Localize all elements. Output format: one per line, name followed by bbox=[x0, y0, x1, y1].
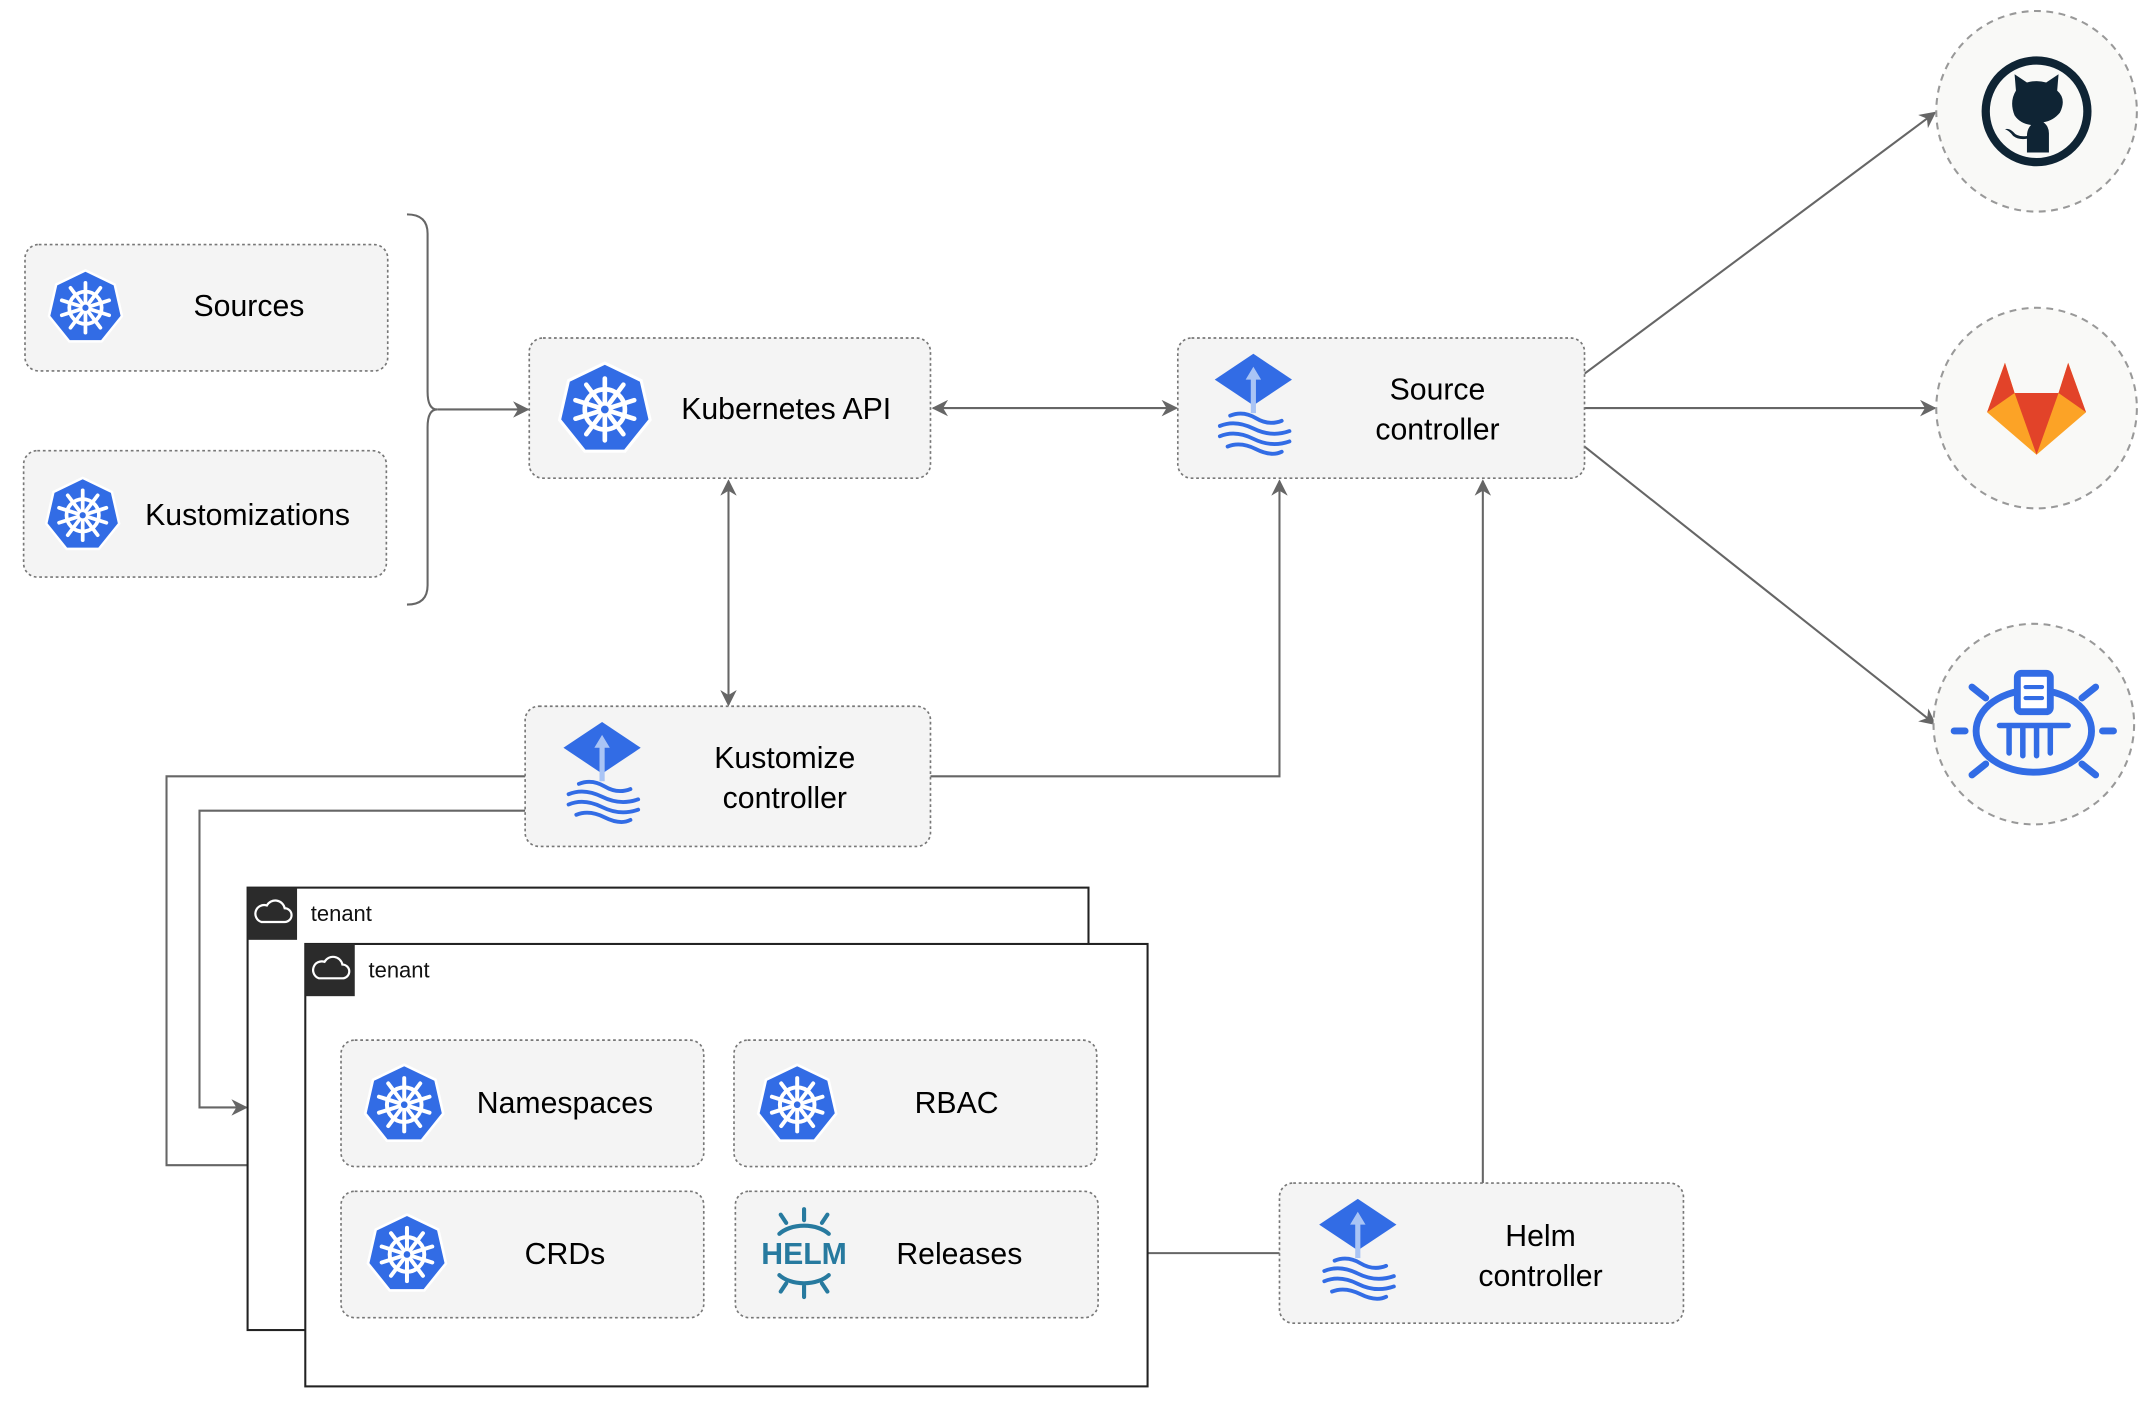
crds-label: CRDs bbox=[525, 1238, 606, 1271]
gitlab-icon bbox=[1987, 362, 2087, 455]
github-icon bbox=[1981, 56, 2092, 167]
releases-label: Releases bbox=[896, 1238, 1022, 1271]
rbac-label: RBAC bbox=[915, 1087, 999, 1120]
sources-label: Sources bbox=[194, 290, 305, 323]
helm-controller-label-line1: Helm bbox=[1505, 1220, 1576, 1253]
kustomizations-node[interactable]: Kustomizations bbox=[22, 449, 388, 578]
edge-source-bucket bbox=[1583, 445, 1937, 726]
source-controller-node[interactable]: Source controller bbox=[1176, 337, 1586, 479]
kubernetes-api-label: Kubernetes API bbox=[681, 393, 891, 426]
edge-source-github bbox=[1583, 111, 1937, 375]
bucket-icon bbox=[1950, 669, 2117, 779]
edge-kustomize-source bbox=[930, 479, 1288, 778]
gitlab-source[interactable] bbox=[1935, 306, 2138, 510]
kustomize-controller-node[interactable]: Kustomize controller bbox=[524, 705, 932, 848]
helm-controller-node[interactable]: Helm controller bbox=[1278, 1182, 1685, 1325]
edge-kustomize-tenant-back bbox=[198, 809, 526, 1116]
kubernetes-api-node[interactable]: Kubernetes API bbox=[528, 337, 932, 479]
bucket-source[interactable] bbox=[1932, 622, 2136, 826]
tenant-label: tenant bbox=[369, 958, 430, 983]
releases-node[interactable]: HELM Releases bbox=[734, 1190, 1099, 1319]
namespaces-label: Namespaces bbox=[477, 1087, 653, 1120]
kustomize-controller-label-line2: controller bbox=[723, 782, 847, 815]
crds-node[interactable]: CRDs bbox=[340, 1190, 705, 1319]
helm-controller-label-line2: controller bbox=[1478, 1260, 1602, 1293]
brace bbox=[406, 213, 438, 606]
source-controller-label-line1: Source bbox=[1390, 374, 1486, 407]
edge-kustomize-tenant-front bbox=[165, 775, 526, 1174]
kustomize-controller-label-line1: Kustomize bbox=[714, 742, 855, 775]
sources-node[interactable]: Sources bbox=[24, 243, 389, 372]
namespaces-node[interactable]: Namespaces bbox=[340, 1039, 705, 1168]
helm-icon: HELM bbox=[761, 1207, 847, 1300]
svg-text:HELM: HELM bbox=[761, 1238, 847, 1271]
tenant-label: tenant bbox=[311, 901, 372, 926]
source-controller-label-line2: controller bbox=[1375, 414, 1499, 447]
rbac-node[interactable]: RBAC bbox=[733, 1039, 1098, 1168]
kustomizations-label: Kustomizations bbox=[145, 499, 350, 532]
github-source[interactable] bbox=[1935, 9, 2138, 213]
